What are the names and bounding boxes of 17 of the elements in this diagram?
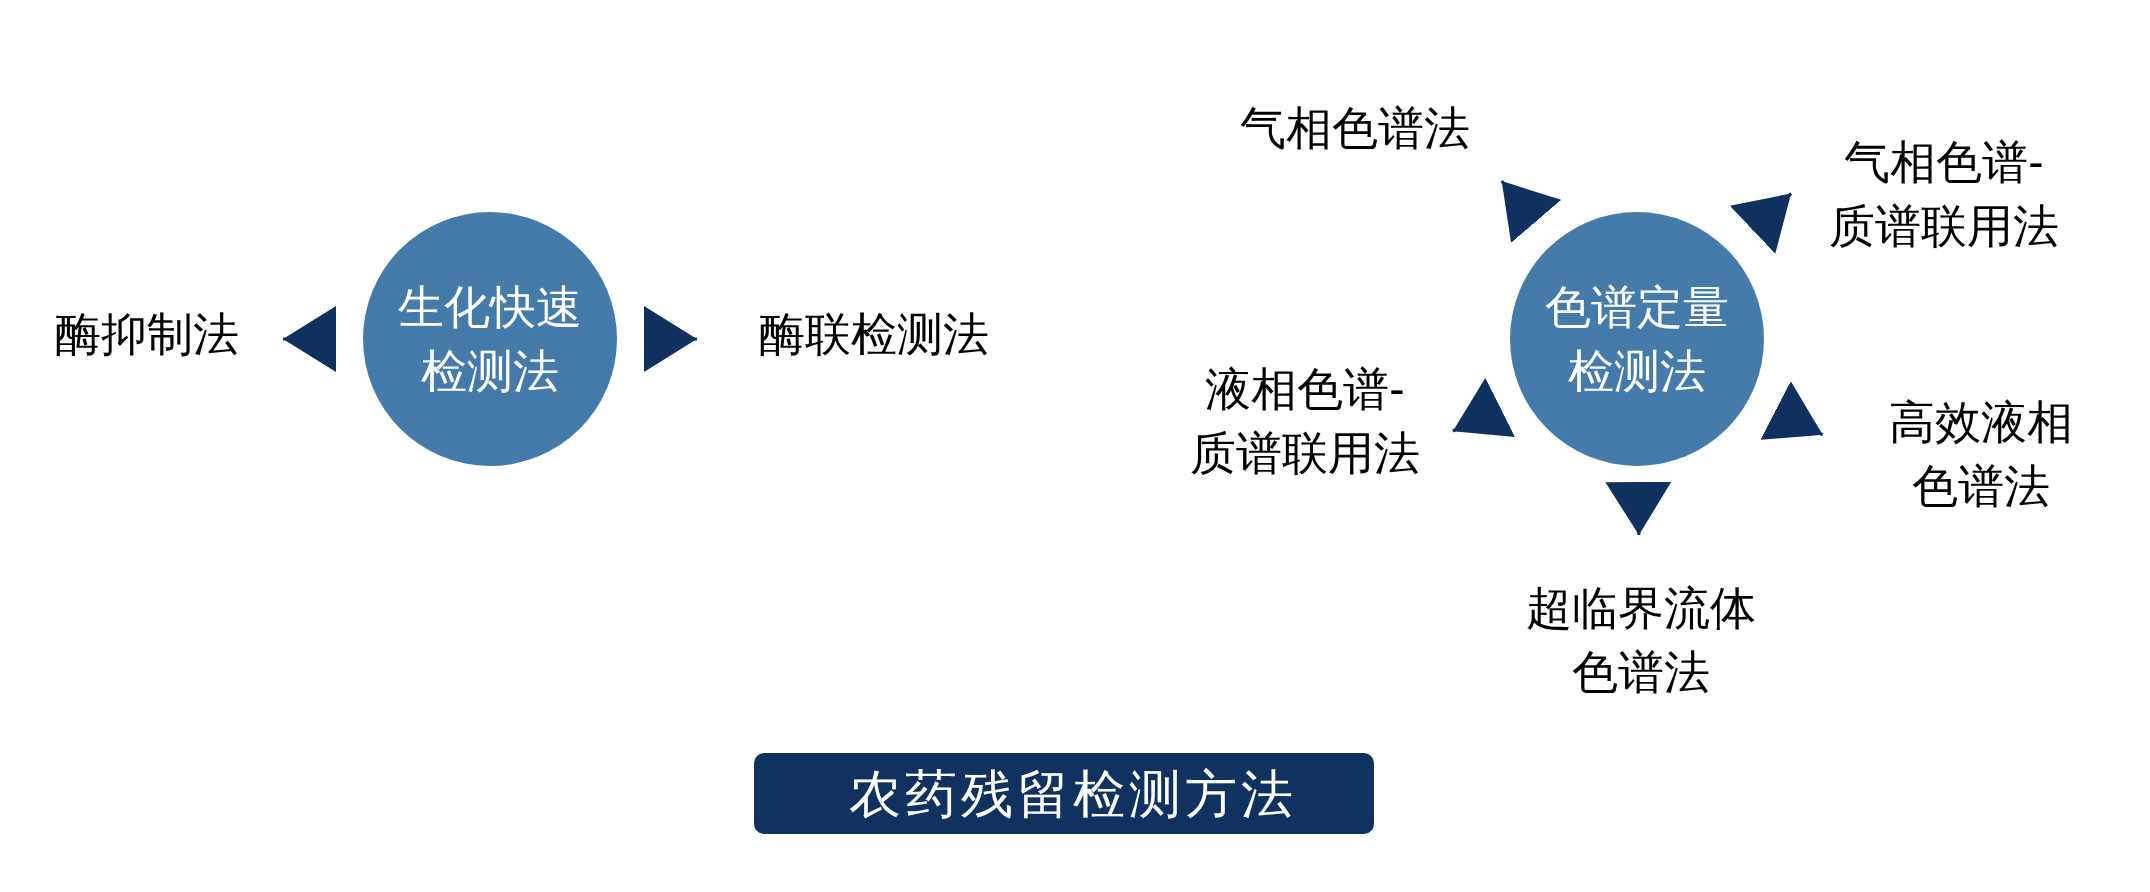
- arrow: [1500, 180, 1562, 243]
- arrow: [1729, 192, 1793, 254]
- method-label: 高效液相色谱法: [1883, 390, 2079, 518]
- arrow: [1760, 381, 1824, 440]
- method-label: 酶联检测法: [759, 302, 989, 366]
- arrow: [283, 306, 336, 372]
- arrow: [644, 306, 697, 372]
- method-label: 液相色谱-质谱联用法: [1187, 357, 1423, 485]
- method-label: 气相色谱法: [1240, 96, 1470, 160]
- method-label: 酶抑制法: [55, 302, 239, 366]
- arrow: [1452, 377, 1515, 437]
- method-label: 气相色谱-质谱联用法: [1826, 130, 2062, 258]
- circle-label: 生化快速检测法: [397, 280, 583, 399]
- arrow: [1605, 481, 1672, 535]
- title-banner: 农药残留检测方法: [754, 753, 1374, 834]
- circle-label: 色谱定量检测法: [1544, 280, 1730, 399]
- method-label: 超临界流体色谱法: [1523, 576, 1759, 704]
